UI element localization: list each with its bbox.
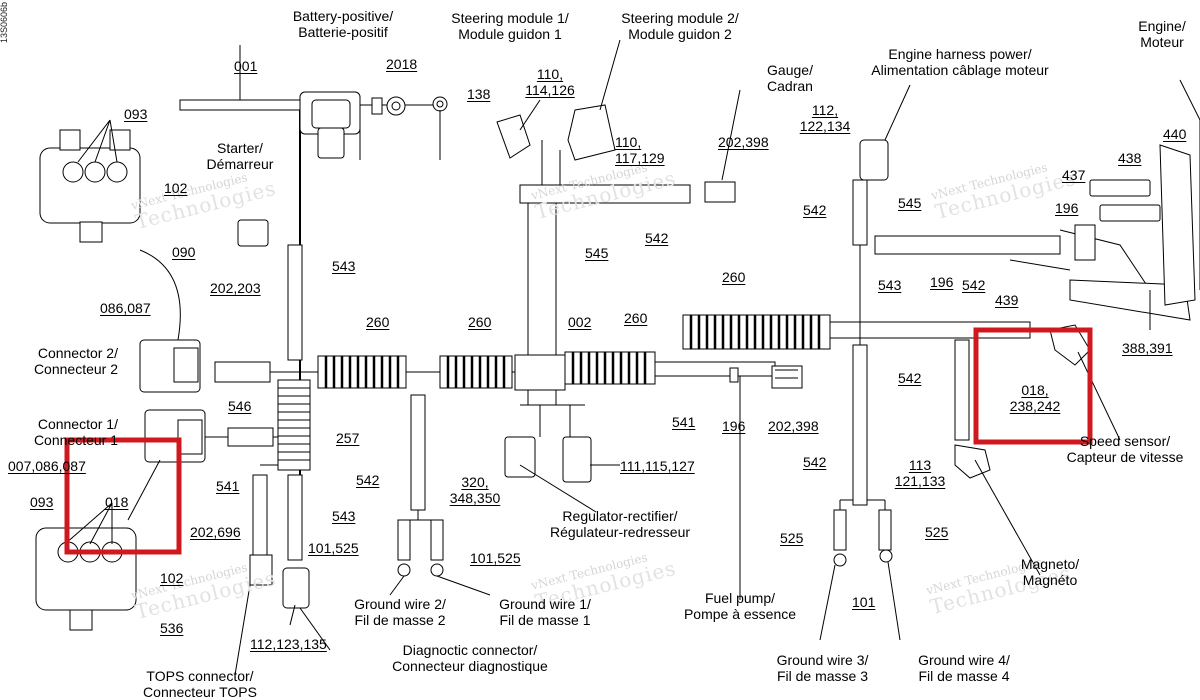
ref-112-123-135: 112,123,135 bbox=[250, 636, 327, 652]
highlight-box-018-speed-sensor bbox=[973, 327, 1093, 445]
label-connector-2: Connector 2/Connecteur 2 bbox=[33, 345, 118, 377]
ref-196-engine: 196 bbox=[1055, 200, 1079, 216]
ref-541-right: 541 bbox=[672, 414, 696, 430]
document-id: 13S0606b bbox=[0, 2, 9, 44]
ref-102-top: 102 bbox=[164, 180, 188, 196]
label-steering-module-1: Steering module 1/Module guidon 1 bbox=[451, 10, 569, 42]
ref-545-engine: 545 bbox=[898, 195, 922, 211]
label-battery-positive: Battery-positive/Batterie-positif bbox=[292, 8, 394, 40]
ref-202-203: 202,203 bbox=[210, 280, 261, 296]
ref-112-122-134: 112,122,134 bbox=[799, 102, 851, 134]
ref-546: 546 bbox=[228, 398, 252, 414]
label-fuel-pump: Fuel pump/Pompe à essence bbox=[683, 590, 797, 622]
ref-110-117-129: 110,117,129 bbox=[615, 134, 665, 166]
ref-320-348-350: 320,348,350 bbox=[449, 474, 501, 506]
ref-2018: 2018 bbox=[386, 56, 418, 72]
ref-196-right: 196 bbox=[930, 274, 954, 290]
label-magneto: Magneto/Magnéto bbox=[1020, 556, 1080, 588]
label-gauge: Gauge/Cadran bbox=[767, 62, 813, 94]
label-connector-1: Connector 1/Connecteur 1 bbox=[33, 416, 118, 448]
ref-437: 437 bbox=[1062, 167, 1086, 183]
ref-101-525-right: 101,525 bbox=[470, 550, 521, 566]
label-ground-wire-3: Ground wire 3/Fil de masse 3 bbox=[776, 652, 869, 684]
ref-260-1: 260 bbox=[366, 314, 390, 330]
ref-257: 257 bbox=[336, 430, 360, 446]
ref-388-391: 388,391 bbox=[1122, 340, 1173, 356]
label-ground-wire-4: Ground wire 4/Fil de masse 4 bbox=[918, 652, 1010, 684]
ref-438: 438 bbox=[1118, 150, 1142, 166]
label-steering-module-2: Steering module 2/Module guidon 2 bbox=[621, 10, 739, 42]
ref-260-3: 260 bbox=[624, 310, 648, 326]
label-ground-wire-2: Ground wire 2/Fil de masse 2 bbox=[354, 596, 446, 628]
label-engine-harness-power: Engine harness power/Alimentation câblag… bbox=[871, 46, 1049, 78]
ref-002: 002 bbox=[568, 314, 592, 330]
ref-202-398-bottom: 202,398 bbox=[768, 418, 819, 434]
ref-542-ground-right: 542 bbox=[803, 454, 827, 470]
label-diagnostic-connector: Diagnoctic connector/Connecteur diagnost… bbox=[392, 642, 548, 674]
label-tops-connector: TOPS connector/Connecteur TOPS bbox=[143, 668, 257, 700]
ref-110-114-126: 110,114,126 bbox=[525, 66, 575, 98]
ref-525-left: 525 bbox=[780, 530, 804, 546]
highlight-box-018-left bbox=[64, 437, 182, 555]
ref-439: 439 bbox=[995, 292, 1019, 308]
ref-542-gauge: 542 bbox=[645, 230, 669, 246]
ref-542-ground: 542 bbox=[356, 472, 380, 488]
ref-202-696: 202,696 bbox=[190, 524, 241, 540]
ref-001: 001 bbox=[234, 58, 258, 74]
ref-545-center: 545 bbox=[585, 245, 609, 261]
ref-543-right: 543 bbox=[878, 277, 902, 293]
ref-018-238-242: 018,238,242 bbox=[1009, 382, 1061, 414]
label-starter: Starter/Démarreur bbox=[206, 140, 274, 172]
ref-196-center: 196 bbox=[722, 418, 746, 434]
ref-102-bottom: 102 bbox=[160, 570, 184, 586]
ref-202-398-top: 202,398 bbox=[718, 134, 769, 150]
ref-542-speed: 542 bbox=[898, 370, 922, 386]
ref-542-engine: 542 bbox=[803, 202, 827, 218]
ref-093-top: 093 bbox=[124, 106, 148, 122]
ref-525-right: 525 bbox=[925, 524, 949, 540]
label-speed-sensor: Speed sensor/Capteur de vitesse bbox=[1066, 433, 1184, 465]
label-regulator-rectifier: Regulator-rectifier/Régulateur-redresseu… bbox=[549, 508, 691, 540]
ref-541-left: 541 bbox=[216, 478, 240, 494]
ref-260-4: 260 bbox=[722, 269, 746, 285]
ref-101-525-left: 101,525 bbox=[308, 540, 359, 556]
ref-090: 090 bbox=[172, 244, 196, 260]
ref-086-087: 086,087 bbox=[100, 300, 151, 316]
ref-093-bottom: 093 bbox=[30, 494, 54, 510]
ref-543-bottom: 543 bbox=[332, 508, 356, 524]
ref-260-2: 260 bbox=[468, 314, 492, 330]
ref-018-left: 018 bbox=[105, 494, 129, 510]
ref-007-086-087: 007,086,087 bbox=[8, 458, 86, 474]
ref-440: 440 bbox=[1163, 126, 1187, 142]
ref-111-115-127: 111,115,127 bbox=[620, 458, 695, 474]
ref-536: 536 bbox=[160, 620, 184, 636]
label-ground-wire-1: Ground wire 1/Fil de masse 1 bbox=[499, 596, 591, 628]
ref-101: 101 bbox=[852, 594, 876, 610]
ref-138: 138 bbox=[467, 86, 491, 102]
ref-542-right: 542 bbox=[962, 277, 986, 293]
ref-543-top: 543 bbox=[332, 258, 356, 274]
label-engine: Engine/Moteur bbox=[1138, 18, 1186, 50]
